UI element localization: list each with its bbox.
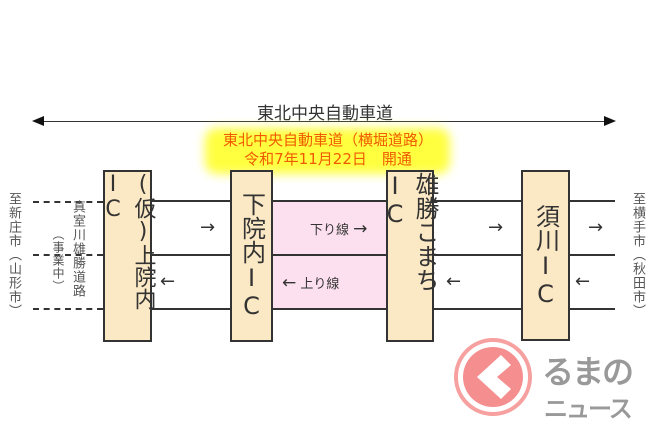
left-destination: 至新庄市（山形市）: [6, 192, 21, 318]
arrow-left-icon: ←: [160, 271, 176, 292]
arrowhead-right-icon: [604, 116, 616, 126]
arrow-right-icon: →: [200, 217, 216, 238]
left-road-name: 真室川雄勝道路: [70, 200, 85, 298]
logo-text-top: るまの: [542, 353, 634, 391]
interchange-label: 下院内IC: [237, 192, 266, 320]
logo: るまの ニュース: [450, 335, 650, 430]
planned-road-line: [33, 201, 103, 203]
expressway-span-line: [40, 121, 610, 122]
interchange-kamiinnai[interactable]: (仮)上院内IC: [101, 170, 156, 342]
interchange-shimoinnai[interactable]: 下院内IC: [230, 170, 273, 342]
arrow-right-icon: →: [588, 217, 604, 238]
left-road-status: （事業中）: [51, 228, 65, 293]
logo-mark-icon: [454, 338, 532, 416]
arrow-right-icon: →: [353, 219, 368, 239]
down-line-label: 下り線 →: [310, 219, 367, 239]
interchange-label: 雄勝こまちIC: [381, 172, 439, 292]
road-line-top: [150, 200, 615, 202]
planned-road-line: [33, 308, 103, 310]
interchange-sukawa[interactable]: 須川IC: [521, 170, 570, 341]
road-line-middle: [150, 254, 615, 256]
interchange-label: 須川IC: [531, 203, 560, 308]
arrow-left-icon: ←: [446, 271, 462, 292]
notice-line1: 東北中央自動車道（横堀道路）: [222, 131, 433, 149]
up-line-text: 上り線: [300, 277, 340, 292]
arrow-right-icon: →: [488, 217, 504, 238]
planned-road-line: [33, 254, 103, 256]
right-destination: 至横手市（秋田市）: [630, 192, 645, 318]
arrowhead-left-icon: [32, 116, 44, 126]
notice-line2: 令和7年11月22日 開通: [244, 150, 412, 168]
up-line-label: ← 上り線: [282, 273, 339, 293]
highlight-glow: [205, 128, 450, 174]
arrow-left-icon: ←: [282, 273, 297, 293]
interchange-label: (仮)上院内IC: [100, 172, 156, 310]
interchange-ogachi-komachi[interactable]: 雄勝こまちIC: [381, 170, 439, 342]
title: 東北中央自動車道: [257, 104, 393, 124]
road-line-bottom: [150, 308, 615, 310]
arrow-left-icon: ←: [575, 271, 591, 292]
down-line-text: 下り線: [310, 223, 350, 238]
logo-text-bottom: ニュース: [544, 395, 633, 423]
